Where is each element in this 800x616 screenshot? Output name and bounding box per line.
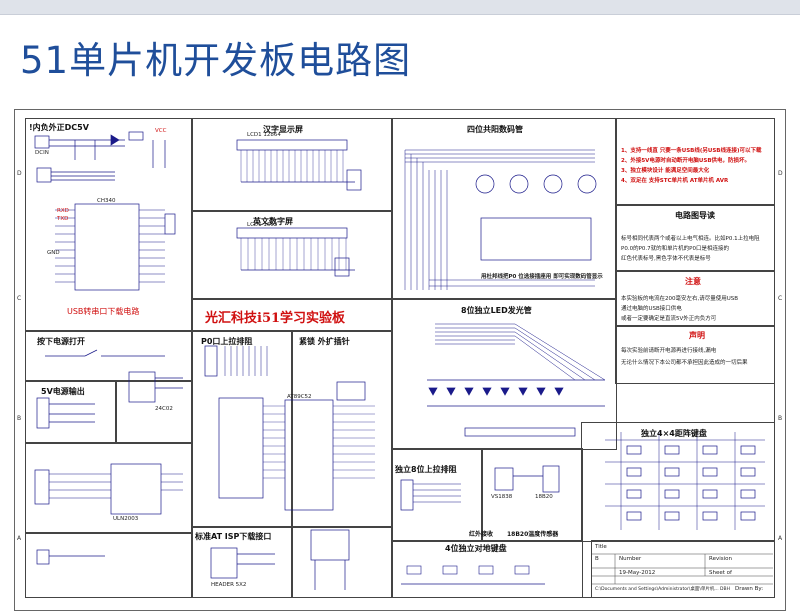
label-power: !内负外正DC5V	[29, 123, 89, 132]
tb-size: B	[595, 556, 599, 562]
label-lcd-cn: 汉字显示屏	[263, 125, 303, 134]
box-uln	[25, 442, 193, 534]
box-key4	[391, 540, 583, 598]
lcd1602-label: LCD1 1602	[247, 222, 278, 228]
gnd-label: GND	[47, 250, 60, 256]
box-p0-pullup	[191, 330, 293, 528]
box-5v-out	[25, 380, 117, 444]
label-lcd-en: 英文数字屏	[253, 217, 293, 226]
tx-label: TXD	[57, 216, 69, 222]
ir-part-label: VS1838	[491, 494, 513, 500]
label-io8: 独立8位上拉排阻	[395, 465, 457, 474]
title-block	[591, 540, 775, 598]
statement-line-2: 无论什么情况下本公司都不承担因此造成的一切后果	[621, 360, 748, 366]
label-lock-socket: 紧锁 外扩插针	[299, 337, 350, 346]
box-ir-temp	[481, 448, 583, 542]
label-note: 注意	[685, 277, 701, 286]
feature-3: 3、独立模块设计 能满足空间最大化	[621, 168, 710, 174]
box-lcd-cn	[191, 118, 393, 212]
tb-number: Number	[619, 556, 642, 562]
label-led8: 8位独立LED发光管	[461, 306, 532, 315]
label-isp: 标准AT ISP下载接口	[195, 532, 272, 541]
guide-line-2: P0.0的P0.7就的和单片机的P0口是相连接的	[621, 246, 729, 252]
feature-1: 1、支持一线直 只要一条USB线(另USB线连接)可以下载	[621, 148, 762, 154]
ruler-right-b: B	[778, 415, 783, 422]
label-ir: 红外接收	[469, 531, 494, 538]
eeprom-label: 24C02	[155, 406, 173, 412]
feature-2: 2、外接5V电源时自动断开电脑USB供电，防损坏。	[621, 158, 751, 164]
tb-file: C:\Documents and Settings\Administrator\…	[595, 587, 730, 592]
label-guide: 电路图导读	[675, 211, 715, 220]
schematic-wiring	[34, 131, 773, 590]
label-power-switch: 按下电源打开	[37, 337, 85, 346]
vcc-label: VCC	[155, 128, 167, 134]
rx-label: RXD	[57, 208, 69, 214]
feature-4: 4、双足在 支持STC单片机 AT单片机 AVR	[621, 178, 729, 184]
ruler-left-a: A	[17, 535, 22, 542]
label-ds18b20: 18B20温度传感器	[507, 531, 559, 538]
top-bar	[0, 0, 800, 15]
ruler-left-c: C	[17, 295, 22, 302]
tb-drawn: Drawn By:	[735, 586, 764, 592]
label-key4: 4位独立对地键盘	[445, 544, 507, 553]
tb-date: 19-May-2012	[619, 570, 656, 576]
dcin-label: DCIN	[35, 150, 49, 156]
ruler-left-d: D	[17, 170, 22, 177]
statement-line-1: 每次实验前请断开电源再进行接线,漏电	[621, 348, 717, 354]
box-isp	[191, 526, 293, 598]
box-lcd-en	[191, 210, 393, 300]
page-title: 51单片机开发板电路图	[20, 39, 412, 82]
isp-header-label: HEADER 5X2	[211, 582, 247, 588]
ruler-right-d: D	[778, 170, 783, 177]
guide-line-3: 红色代表标号,黑色字体不代表是标号	[621, 256, 711, 262]
box-io8	[391, 448, 483, 542]
label-5v-out: 5V电源输出	[41, 387, 85, 396]
box-eeprom	[115, 380, 193, 444]
label-seven-seg: 四位共阳数码管	[467, 125, 523, 134]
box-power-usb	[25, 118, 193, 332]
label-keypad: 独立4×4距阵键盘	[641, 429, 707, 438]
note-line-3: 或者一定要确定是直流5V外正内负方可	[621, 316, 717, 322]
label-usb-download: USB转串口下载电路	[67, 307, 140, 316]
ds18b20-part-label: 18B20	[535, 494, 553, 500]
box-seven-seg	[391, 118, 617, 300]
guide-line-1: 标号相同代表两个或者以上电气相连。比如P0.1上拉电阻	[621, 236, 760, 242]
box-features	[615, 118, 775, 206]
box-mcu	[291, 330, 393, 528]
note-line-1: 本实验板的电流在200毫安左右,请尽量使用USB	[621, 296, 739, 302]
lcd12864-label: LCD1 12864	[247, 132, 281, 138]
ruler-right-c: C	[778, 295, 783, 302]
uln-label: ULN2003	[113, 516, 139, 522]
ruler-right-a: A	[778, 535, 783, 542]
tb-revision: Revision	[709, 556, 732, 562]
box-reset	[291, 526, 393, 598]
note-line-2: 通过电脑的USB接口供电	[621, 306, 682, 312]
ruler-left-b: B	[17, 415, 22, 422]
box-power-switch	[25, 330, 193, 382]
box-statement	[615, 325, 775, 384]
label-statement: 声明	[689, 331, 705, 340]
box-keypad	[581, 422, 775, 542]
box-guide	[615, 204, 775, 272]
digit-note: 用杜邦线把P0 位选接插座用 即可实现数码管显示	[481, 274, 603, 280]
box-led8	[391, 298, 617, 450]
ch340-label: CH340	[97, 198, 116, 204]
box-relay	[25, 532, 193, 598]
tb-title: Title	[595, 544, 607, 550]
label-p0-pullup: P0口上拉排阻	[201, 337, 253, 346]
brand-title: 光汇科技i51学习实验板	[205, 311, 346, 326]
chip-label: AT89C52	[287, 394, 312, 400]
schematic-sheet: D C B A D C B A	[14, 109, 786, 611]
tb-sheet: Sheet of	[709, 570, 732, 576]
